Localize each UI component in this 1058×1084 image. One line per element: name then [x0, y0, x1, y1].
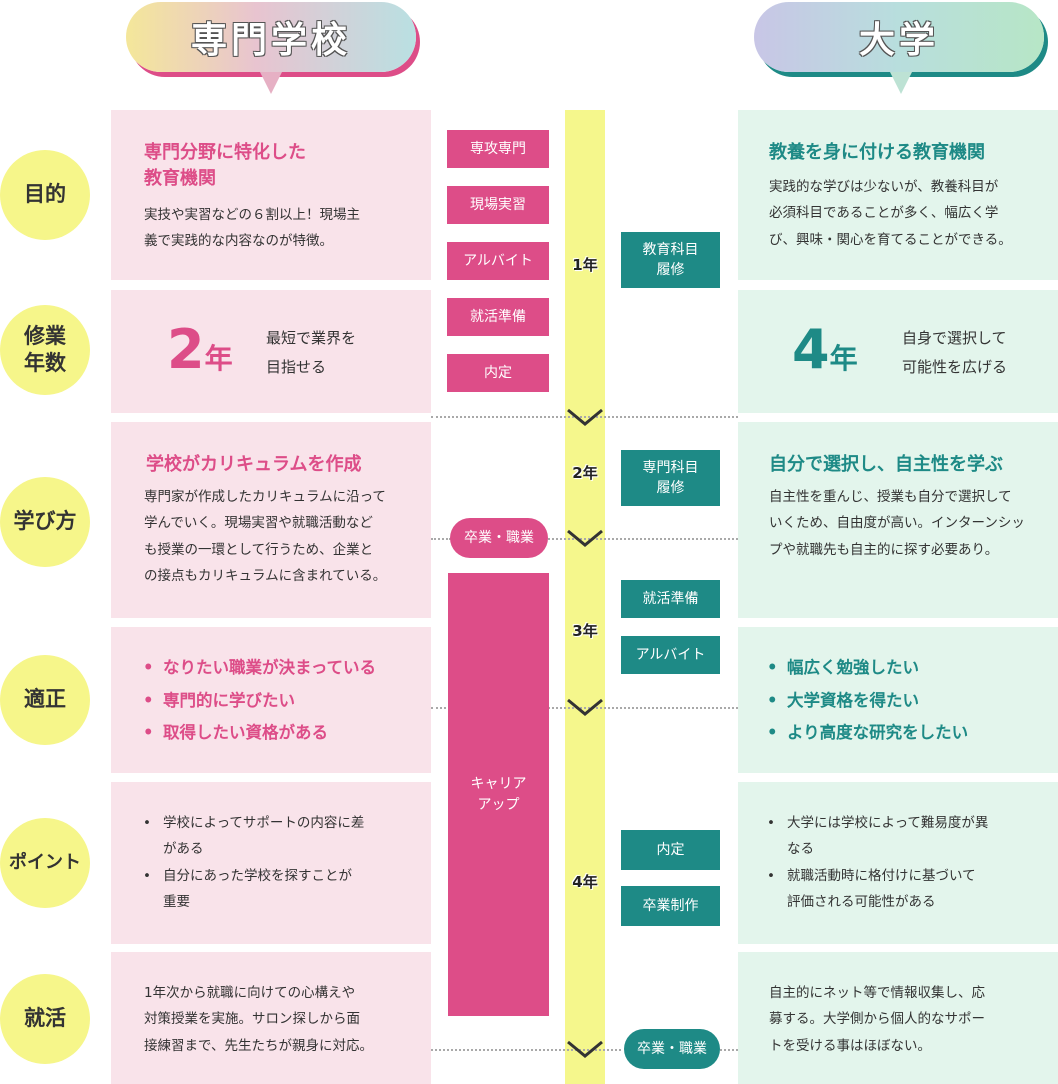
step-naitei: 内定	[447, 354, 549, 392]
category-purpose: 目的	[0, 150, 90, 240]
left-method-title: 学校がカリキュラムを作成	[146, 454, 362, 475]
left-job-text: 1年次から就職に向けての心構えや 対策授業を実施。サロン探しから面 接練習まで、…	[144, 985, 373, 1054]
left-aptitude-panel: なりたい職業が決まっている 専門的に学びたい 取得したい資格がある	[111, 627, 431, 773]
list-item: 専門的に学びたい	[141, 685, 376, 718]
category-job-hunting: 就活	[0, 974, 90, 1064]
right-sotsugyo-seisaku: 卒業制作	[621, 886, 720, 926]
list-item: 学校によってサポートの内容に差 がある	[141, 810, 364, 862]
step-shukatsu-junbi: 就活準備	[447, 298, 549, 336]
right-aptitude-list: 幅広く勉強したい 大学資格を得たい より高度な研究をしたい	[765, 652, 968, 750]
right-senmon-kamoku-label: 専門科目 履修	[642, 459, 699, 496]
right-kyoiku-kamoku-label: 教育科目 履修	[642, 241, 699, 278]
list-item: より高度な研究をしたい	[765, 717, 968, 750]
category-aptitude: 適正	[0, 655, 90, 745]
list-item: 幅広く勉強したい	[765, 652, 968, 685]
left-purpose-title: 専門分野に特化した 教育機関	[144, 142, 306, 190]
separator-year4-left	[431, 1049, 621, 1051]
timeline-bar	[565, 110, 605, 1084]
left-graduation-pill: 卒業・職業	[450, 518, 548, 558]
right-points-panel: 大学には学校によって難易度が異 なる 就職活動時に格付けに基づいて 評価される可…	[738, 782, 1058, 944]
left-method-text: 専門家が作成したカリキュラムに沿って 学んでいく。現場実習や就職活動など も授業…	[144, 489, 387, 584]
left-aptitude-list: なりたい職業が決まっている 専門的に学びたい 取得したい資格がある	[141, 652, 376, 750]
separator-year3	[431, 707, 738, 709]
category-duration-label: 修業 年数	[24, 323, 66, 375]
year-1-label: 1年	[572, 256, 598, 274]
left-duration-value: 2年	[167, 318, 233, 381]
right-naitei: 内定	[621, 830, 720, 870]
step-senkou-senmon: 専攻専門	[447, 130, 549, 168]
right-job-text: 自主的にネット等で情報収集し、応 募する。大学側から個人的なサポー トを受ける事…	[769, 985, 985, 1054]
right-shukatsu-junbi: 就活準備	[621, 580, 720, 618]
right-method-text: 自主性を重んじ、授業も自分で選択して いくため、自由度が高い。インターンシッ プ…	[769, 489, 1025, 558]
list-item: 自分にあった学校を探すことが 重要	[141, 863, 364, 915]
list-item: 大学には学校によって難易度が異 なる	[765, 810, 988, 862]
category-method: 学び方	[0, 477, 90, 567]
step-genba-jisshu: 現場実習	[447, 186, 549, 224]
year-4-label: 4年	[572, 873, 598, 891]
right-arubaito: アルバイト	[621, 636, 720, 674]
right-graduation-pill: 卒業・職業	[624, 1029, 720, 1069]
right-job-panel: 自主的にネット等で情報収集し、応 募する。大学側から個人的なサポー トを受ける事…	[738, 952, 1058, 1084]
left-duration-text: 最短で業界を 目指せる	[266, 329, 357, 377]
year-2-label: 2年	[572, 464, 598, 482]
separator-year4-right	[720, 1049, 738, 1051]
left-job-panel: 1年次から就職に向けての心構えや 対策授業を実施。サロン探しから面 接練習まで、…	[111, 952, 431, 1084]
chevron-down-icon	[567, 1040, 603, 1058]
right-duration-unit: 年	[829, 342, 858, 375]
right-aptitude-panel: 幅広く勉強したい 大学資格を得たい より高度な研究をしたい	[738, 627, 1058, 773]
right-duration-panel: 4年 自身で選択して 可能性を広げる	[738, 290, 1058, 413]
left-duration-number: 2	[167, 318, 205, 381]
career-up-bar: キャリア アップ	[448, 573, 549, 1016]
category-duration: 修業 年数	[0, 305, 90, 395]
career-up-label: キャリア アップ	[470, 776, 527, 813]
right-kyoiku-kamoku: 教育科目 履修	[621, 232, 720, 288]
separator-graduation-left	[431, 538, 451, 540]
right-duration-number: 4	[792, 318, 830, 381]
chevron-down-icon	[567, 408, 603, 426]
chevron-down-icon	[567, 529, 603, 547]
left-method-panel: 学校がカリキュラムを作成 専門家が作成したカリキュラムに沿って 学んでいく。現場…	[111, 422, 431, 618]
year-3-label: 3年	[572, 622, 598, 640]
senmon-gakko-header: 専門学校	[126, 2, 416, 72]
separator-year1	[431, 416, 738, 418]
list-item: 就職活動時に格付けに基づいて 評価される可能性がある	[765, 863, 988, 915]
category-points: ポイント	[0, 818, 90, 908]
left-points-panel: 学校によってサポートの内容に差 がある 自分にあった学校を探すことが 重要	[111, 782, 431, 944]
right-purpose-title: 教養を身に付ける教育機関	[769, 142, 985, 163]
chevron-down-icon	[567, 698, 603, 716]
right-purpose-text: 実践的な学びは少ないが、教養科目が 必須科目であることが多く、幅広く学 び、興味…	[769, 179, 1012, 248]
step-arubaito: アルバイト	[447, 242, 549, 280]
right-method-panel: 自分で選択し、自主性を学ぶ 自主性を重んじ、授業も自分で選択して いくため、自由…	[738, 422, 1058, 618]
separator-year2	[548, 538, 738, 540]
right-purpose-panel: 教養を身に付ける教育機関 実践的な学びは少ないが、教養科目が 必須科目であること…	[738, 110, 1058, 280]
left-duration-panel: 2年 最短で業界を 目指せる	[111, 290, 431, 413]
left-purpose-text: 実技や実習などの６割以上！現場主 義で実践的な内容なのが特徴。	[144, 207, 360, 250]
daigaku-header: 大学	[754, 2, 1044, 72]
left-duration-unit: 年	[204, 342, 233, 375]
right-method-title: 自分で選択し、自主性を学ぶ	[769, 454, 1003, 475]
right-duration-text: 自身で選択して 可能性を広げる	[902, 329, 1008, 377]
right-header-tail	[890, 72, 912, 94]
left-header-tail	[260, 72, 282, 94]
left-points-list: 学校によってサポートの内容に差 がある 自分にあった学校を探すことが 重要	[141, 810, 364, 916]
right-points-list: 大学には学校によって難易度が異 なる 就職活動時に格付けに基づいて 評価される可…	[765, 810, 988, 916]
list-item: 取得したい資格がある	[141, 717, 376, 750]
left-purpose-panel: 専門分野に特化した 教育機関 実技や実習などの６割以上！現場主 義で実践的な内容…	[111, 110, 431, 280]
right-senmon-kamoku: 専門科目 履修	[621, 450, 720, 506]
list-item: なりたい職業が決まっている	[141, 652, 376, 685]
list-item: 大学資格を得たい	[765, 685, 968, 718]
right-duration-value: 4年	[792, 318, 858, 381]
